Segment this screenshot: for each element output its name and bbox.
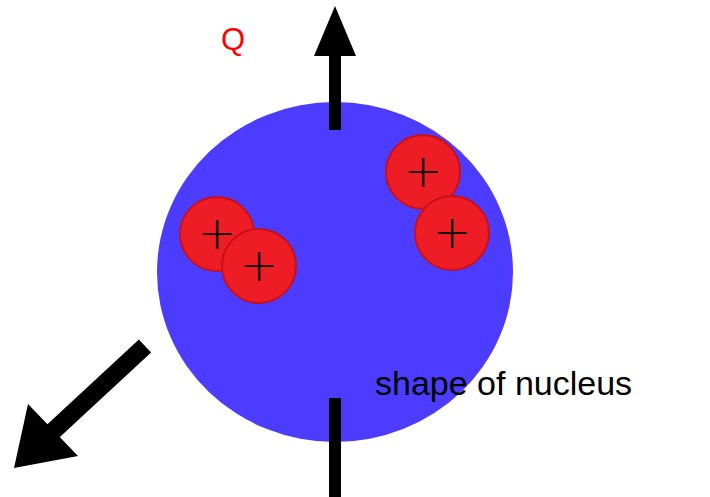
direction-arrowhead (14, 404, 78, 468)
proton: + (414, 195, 490, 271)
caption-label: shape of nucleus (375, 364, 632, 403)
charge-sign: + (404, 148, 443, 194)
proton: + (221, 228, 297, 304)
direction-arrow-shaft (50, 346, 145, 434)
charge-sign: + (240, 242, 279, 288)
axis-shaft (329, 398, 341, 497)
charge-sign: + (433, 209, 472, 255)
axis-shaft (329, 52, 341, 130)
quadrupole-label: Q (221, 22, 245, 58)
axis-arrowhead (314, 6, 356, 56)
